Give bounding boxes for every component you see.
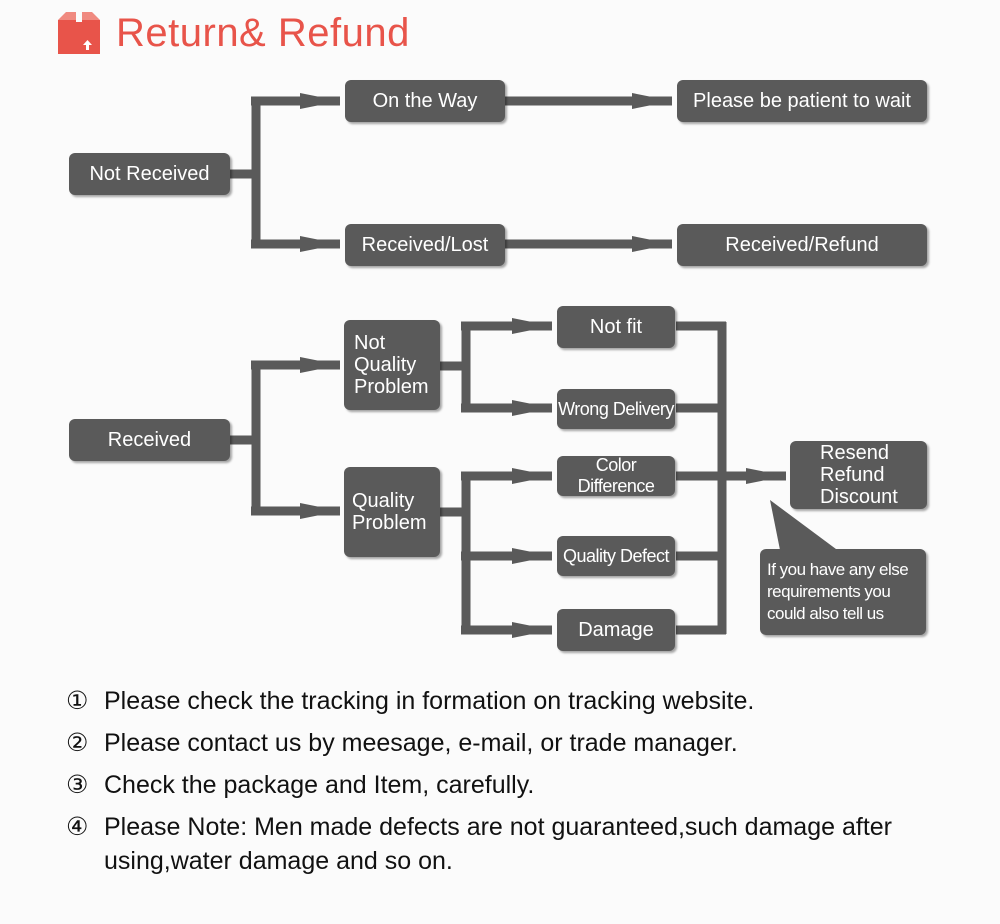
node-damage: Damage [557,609,675,651]
resolution-discount: Discount [820,486,898,508]
callout-line-1: If you have any else [767,560,909,579]
note-number: ③ [66,771,89,799]
quality-line-2: Problem [352,512,427,534]
node-resolution: Resend Refund Discount [790,441,927,509]
callout-line-3: could also tell us [767,604,884,623]
node-not-fit: Not fit [557,306,675,348]
node-wrong-delivery: Wrong Delivery [557,389,675,429]
node-quality-defect: Quality Defect [557,536,675,576]
note-number: ④ [66,813,89,841]
node-not-quality-problem: Not Quality Problem [344,320,440,410]
note-text: Check the package and Item, carefully. [104,771,535,799]
resolution-refund: Refund [820,464,885,486]
callout-note: If you have any else requirements you co… [760,549,926,635]
note-item: ② Please contact us by meesage, e-mail, … [66,726,946,760]
note-item: ① Please check the tracking in formation… [66,684,946,718]
not-quality-line-3: Problem [354,376,429,398]
note-text: Please contact us by meesage, e-mail, or… [104,729,738,757]
note-number: ① [66,687,89,715]
node-color-difference: Color Difference [557,455,675,496]
node-please-wait: Please be patient to wait [677,80,927,122]
notes-list: ① Please check the tracking in formation… [66,684,946,886]
node-not-received: Not Received [69,153,230,195]
header: Return& Refund [56,8,410,58]
note-text: Please check the tracking in formation o… [104,687,755,715]
page-title: Return& Refund [116,10,410,55]
node-on-the-way: On the Way [345,80,505,122]
callout-line-2: requirements you [767,582,891,601]
node-received: Received [69,419,230,461]
note-item: ④ Please Note: Men made defects are not … [66,810,946,878]
resolution-resend: Resend [820,442,889,464]
node-received-lost: Received/Lost [345,224,505,266]
quality-line-1: Quality [352,490,415,512]
note-number: ② [66,729,89,757]
note-item: ③ Check the package and Item, carefully. [66,768,946,802]
flow-connectors [230,93,840,638]
not-quality-line-1: Not [354,332,386,354]
node-quality-problem: Quality Problem [344,467,440,557]
not-quality-line-2: Quality [354,354,417,376]
node-received-refund: Received/Refund [677,224,927,266]
box-icon [58,12,100,54]
note-text: Please Note: Men made defects are not gu… [104,813,892,875]
